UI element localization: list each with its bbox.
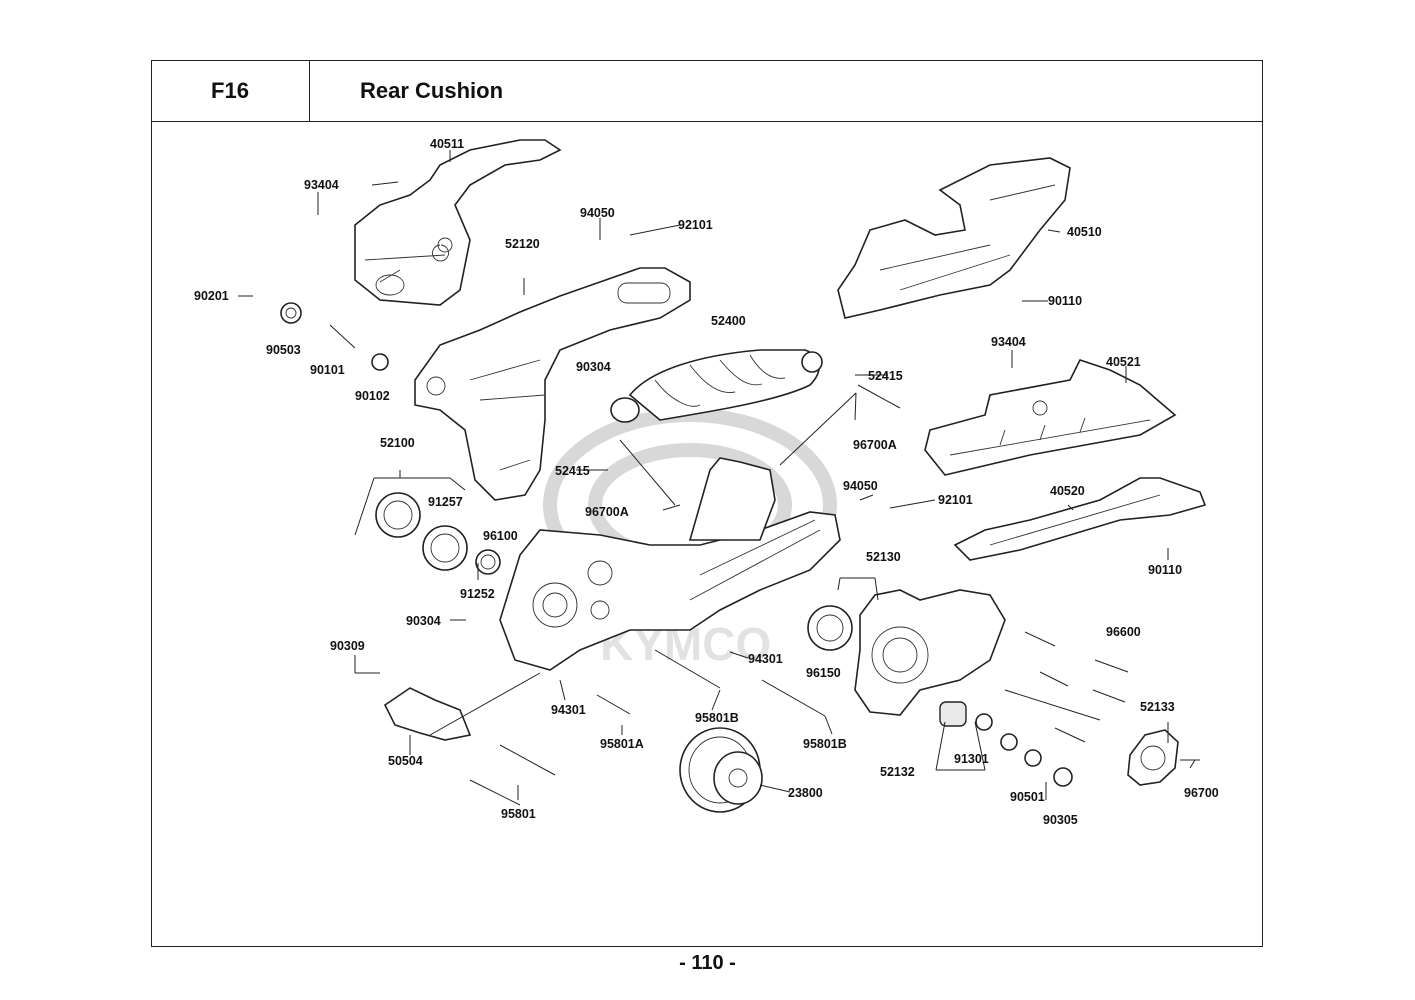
callout-96700A: 96700A bbox=[853, 438, 897, 452]
callout-93404: 93404 bbox=[304, 178, 339, 192]
callout-52130: 52130 bbox=[866, 550, 901, 564]
callout-96700A: 96700A bbox=[585, 505, 629, 519]
callout-91301: 91301 bbox=[954, 752, 989, 766]
callout-52100: 52100 bbox=[380, 436, 415, 450]
part-52130-carrier bbox=[854, 589, 1006, 716]
bolts bbox=[329, 224, 1129, 806]
part-40520-guard bbox=[953, 477, 1207, 561]
part-52400-shock bbox=[610, 349, 823, 423]
callout-95801A: 95801A bbox=[600, 737, 644, 751]
callout-92101: 92101 bbox=[678, 218, 713, 232]
diagram-frame bbox=[151, 60, 1263, 947]
callout-52120: 52120 bbox=[505, 237, 540, 251]
callout-90201: 90201 bbox=[194, 289, 229, 303]
callout-52400: 52400 bbox=[711, 314, 746, 328]
callout-94301: 94301 bbox=[551, 703, 586, 717]
callout-94050: 94050 bbox=[580, 206, 615, 220]
part-40521-cover bbox=[924, 359, 1177, 476]
callout-95801B: 95801B bbox=[695, 711, 739, 725]
callout-93404: 93404 bbox=[991, 335, 1026, 349]
callout-91257: 91257 bbox=[428, 495, 463, 509]
callout-95801B: 95801B bbox=[803, 737, 847, 751]
callout-40510: 40510 bbox=[1067, 225, 1102, 239]
callout-52415: 52415 bbox=[868, 369, 903, 383]
callout-96700: 96700 bbox=[1184, 786, 1219, 800]
callout-96600: 96600 bbox=[1106, 625, 1141, 639]
section-code: F16 bbox=[151, 60, 310, 122]
part-52133-plate bbox=[1127, 729, 1179, 786]
callout-labels: 40511 93404 94050 92101 40510 90201 5212… bbox=[194, 137, 1219, 827]
callout-23800: 23800 bbox=[788, 786, 823, 800]
callout-40520: 40520 bbox=[1050, 484, 1085, 498]
part-52120-arm bbox=[414, 267, 691, 501]
part-40510-cover bbox=[837, 157, 1071, 319]
callout-95801: 95801 bbox=[501, 807, 536, 821]
callout-90110: 90110 bbox=[1148, 563, 1182, 577]
callout-52133: 52133 bbox=[1140, 700, 1175, 714]
callout-96150: 96150 bbox=[806, 666, 841, 680]
part-52100-swingarm bbox=[499, 457, 841, 671]
bearings bbox=[280, 302, 1073, 787]
callout-90309: 90309 bbox=[330, 639, 365, 653]
callout-96100: 96100 bbox=[483, 529, 518, 543]
callout-90110: 90110 bbox=[1048, 294, 1082, 308]
callout-94050: 94050 bbox=[843, 479, 878, 493]
callout-50504: 50504 bbox=[388, 754, 423, 768]
callout-92101: 92101 bbox=[938, 493, 973, 507]
leader-lines bbox=[238, 150, 1200, 800]
callout-90102: 90102 bbox=[355, 389, 390, 403]
page-title: Rear Cushion bbox=[310, 60, 1263, 122]
callout-90305: 90305 bbox=[1043, 813, 1078, 827]
callout-90304: 90304 bbox=[406, 614, 441, 628]
page-number: - 110 - bbox=[679, 952, 736, 974]
callout-52132: 52132 bbox=[880, 765, 915, 779]
callout-94301: 94301 bbox=[748, 652, 783, 666]
callout-91252: 91252 bbox=[460, 587, 495, 601]
part-50504-bracket bbox=[383, 687, 472, 741]
callout-90304: 90304 bbox=[576, 360, 611, 374]
part-23800-sprocket bbox=[679, 727, 763, 813]
callout-90501: 90501 bbox=[1010, 790, 1045, 804]
callout-52415: 52415 bbox=[555, 464, 590, 478]
callout-40511: 40511 bbox=[430, 137, 464, 151]
callout-90503: 90503 bbox=[266, 343, 301, 357]
callout-90101: 90101 bbox=[310, 363, 345, 377]
callout-40521: 40521 bbox=[1106, 355, 1141, 369]
part-40511-cover bbox=[354, 139, 562, 306]
